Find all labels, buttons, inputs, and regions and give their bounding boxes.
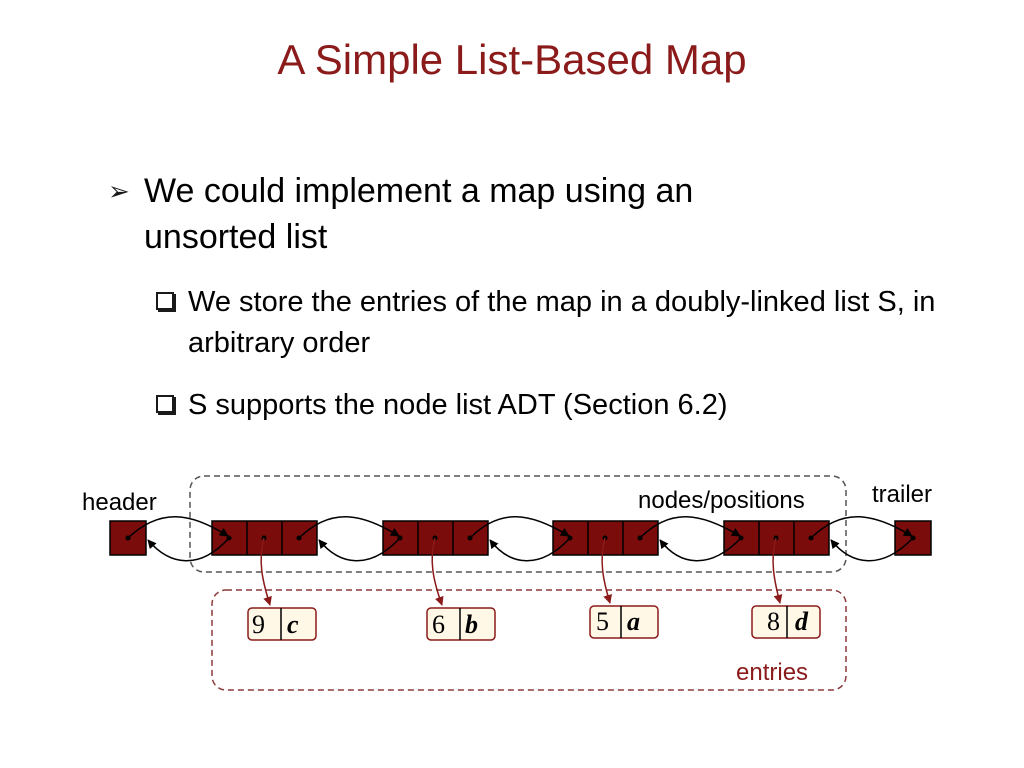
prev-arrow: [489, 537, 571, 562]
slide-title: A Simple List-Based Map: [277, 36, 747, 83]
element-arrow: [260, 537, 272, 606]
link-arrows: [127, 516, 914, 562]
sub-bullet-doubly-linked: We store the entries of the map in a dou…: [156, 282, 956, 364]
entry-value: d: [795, 607, 809, 636]
element-arrow: [601, 537, 612, 604]
entries-label: entries: [736, 659, 808, 686]
prev-arrow: [659, 537, 742, 562]
nodes-container: [189, 475, 847, 573]
sub-bullet-text: S supports the node list ADT (Section 6.…: [188, 389, 728, 421]
list-node: [723, 520, 830, 556]
prev-arrow: [830, 537, 914, 562]
list-node: [211, 520, 318, 556]
sub-bullet-text: We store the entries of the map in a dou…: [188, 286, 936, 359]
bullet-main: ➢ We could implement a map using an unso…: [108, 168, 828, 260]
entries-container: [211, 589, 847, 691]
next-arrow: [127, 516, 229, 539]
entry: 8 d: [751, 605, 821, 639]
entry-key: 9: [252, 610, 265, 639]
prev-arrow: [318, 537, 401, 562]
prev-arrow: [147, 537, 230, 562]
entry-value: a: [627, 607, 640, 636]
checkbox-bullet-icon: [156, 292, 174, 310]
list-node: [382, 520, 489, 556]
entry: 9 c: [247, 607, 317, 641]
next-arrow: [298, 516, 400, 539]
element-arrow: [431, 537, 444, 606]
header-label: header: [82, 489, 157, 516]
checkbox-bullet-icon: [156, 395, 174, 413]
entry: 5 a: [589, 605, 659, 639]
next-arrow: [469, 516, 570, 539]
nodes-positions-label: nodes/positions: [638, 487, 805, 514]
trailer-label: trailer: [872, 481, 932, 508]
arrow-bullet-icon: ➢: [108, 176, 130, 206]
next-arrow: [810, 516, 913, 539]
entry-value: b: [465, 610, 478, 639]
element-arrow: [772, 537, 783, 604]
entry-key: 5: [596, 607, 609, 636]
sub-bullet-adt: S supports the node list ADT (Section 6.…: [156, 385, 956, 426]
bullet-main-text: We could implement a map using an unsort…: [144, 172, 694, 256]
list-node: [552, 520, 659, 556]
entry: 6 b: [426, 607, 496, 641]
entry-value: c: [287, 610, 299, 639]
entry-key: 8: [767, 607, 780, 636]
element-pointers: [260, 537, 783, 606]
next-arrow: [639, 516, 741, 539]
entry-key: 6: [432, 610, 445, 639]
